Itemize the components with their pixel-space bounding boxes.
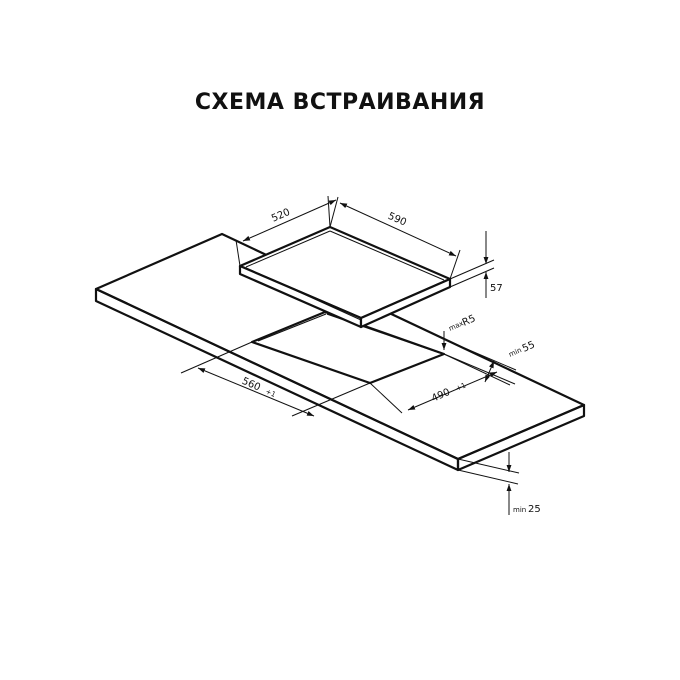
dimension-corner-radius: max R5	[441, 313, 478, 350]
label-cutout-depth: 490	[430, 387, 452, 405]
label-hob-depth: 520	[270, 207, 292, 225]
label-edge-gap-prefix: min	[508, 346, 523, 359]
label-hob-height: 57	[490, 283, 503, 294]
label-thickness-prefix: min	[513, 506, 526, 514]
dimension-hob-height: 57	[449, 231, 503, 298]
dimension-countertop-thickness: min 25	[457, 452, 541, 515]
label-cutout-width-tol: +1	[264, 388, 277, 400]
label-corner-radius: R5	[461, 313, 478, 328]
page-title: СХЕМА ВСТРАИВАНИЯ	[194, 90, 486, 115]
hob	[238, 225, 452, 329]
cutout	[250, 310, 446, 385]
label-thickness: 25	[528, 504, 541, 515]
label-edge-gap: 55	[521, 340, 537, 355]
label-cutout-width: 560	[240, 376, 262, 394]
label-cutout-depth-tol: +1	[455, 381, 468, 393]
